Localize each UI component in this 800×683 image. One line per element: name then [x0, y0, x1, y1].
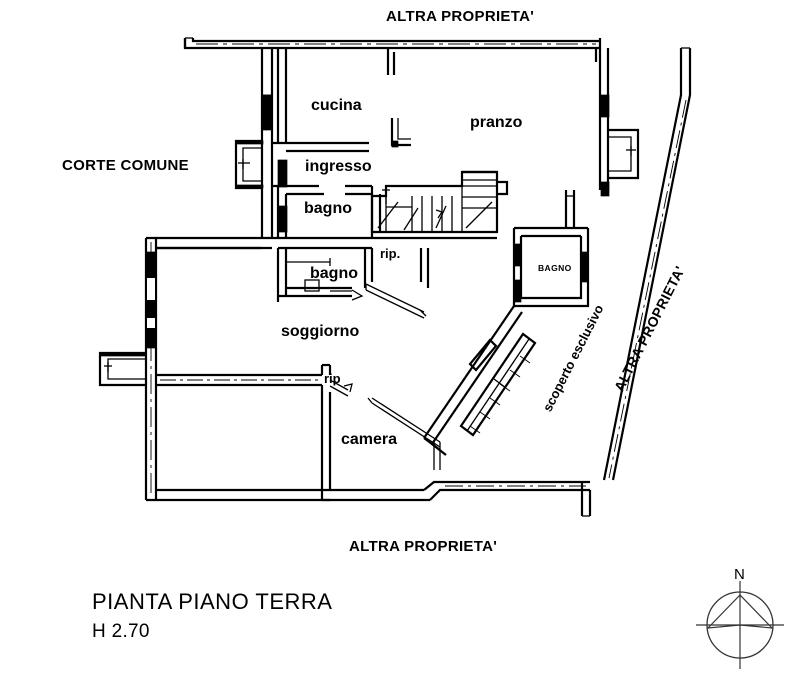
- room-label-camera: camera: [341, 431, 398, 448]
- right-bagno-room: [512, 190, 590, 308]
- staircase: [370, 170, 509, 234]
- room-label-rip-lower: rip: [324, 371, 341, 386]
- exterior-label-top: ALTRA PROPRIETA': [386, 8, 535, 25]
- diagonal-inner-wall: [423, 305, 537, 456]
- upper-interior-walls: [261, 48, 382, 238]
- left-balcony-protrusion: [98, 351, 147, 387]
- exterior-label-bottom: ALTRA PROPRIETA': [349, 538, 498, 555]
- room-label-bagno-right: BAGNO: [538, 263, 572, 273]
- compass-north-label: N: [734, 566, 745, 583]
- bottom-boundary: [423, 480, 592, 517]
- middle-partitions: [156, 236, 497, 319]
- plan-title: PIANTA PIANO TERRA: [92, 589, 333, 614]
- room-label-bagno-middle: bagno: [310, 265, 358, 282]
- room-label-cucina: cucina: [311, 97, 362, 114]
- exterior-label-left-corte-comune: CORTE COMUNE: [62, 157, 189, 174]
- room-label-pranzo: pranzo: [470, 114, 523, 131]
- upper-left-window-bay: [234, 94, 272, 190]
- lower-interior-walls: [156, 363, 441, 502]
- room-label-soggiorno: soggiorno: [281, 323, 360, 340]
- left-wall-openings: [146, 251, 156, 349]
- top-right-bay: [594, 48, 640, 197]
- plan-height-note: H 2.70: [92, 621, 150, 642]
- room-label-rip-upper: rip.: [380, 246, 401, 261]
- room-label-ingresso: ingresso: [305, 158, 372, 175]
- pranzo-partition-stubs: [386, 48, 411, 148]
- room-label-bagno-upper: bagno: [304, 200, 352, 217]
- diagonal-property-boundary: [602, 47, 692, 481]
- compass-rose: [696, 581, 784, 669]
